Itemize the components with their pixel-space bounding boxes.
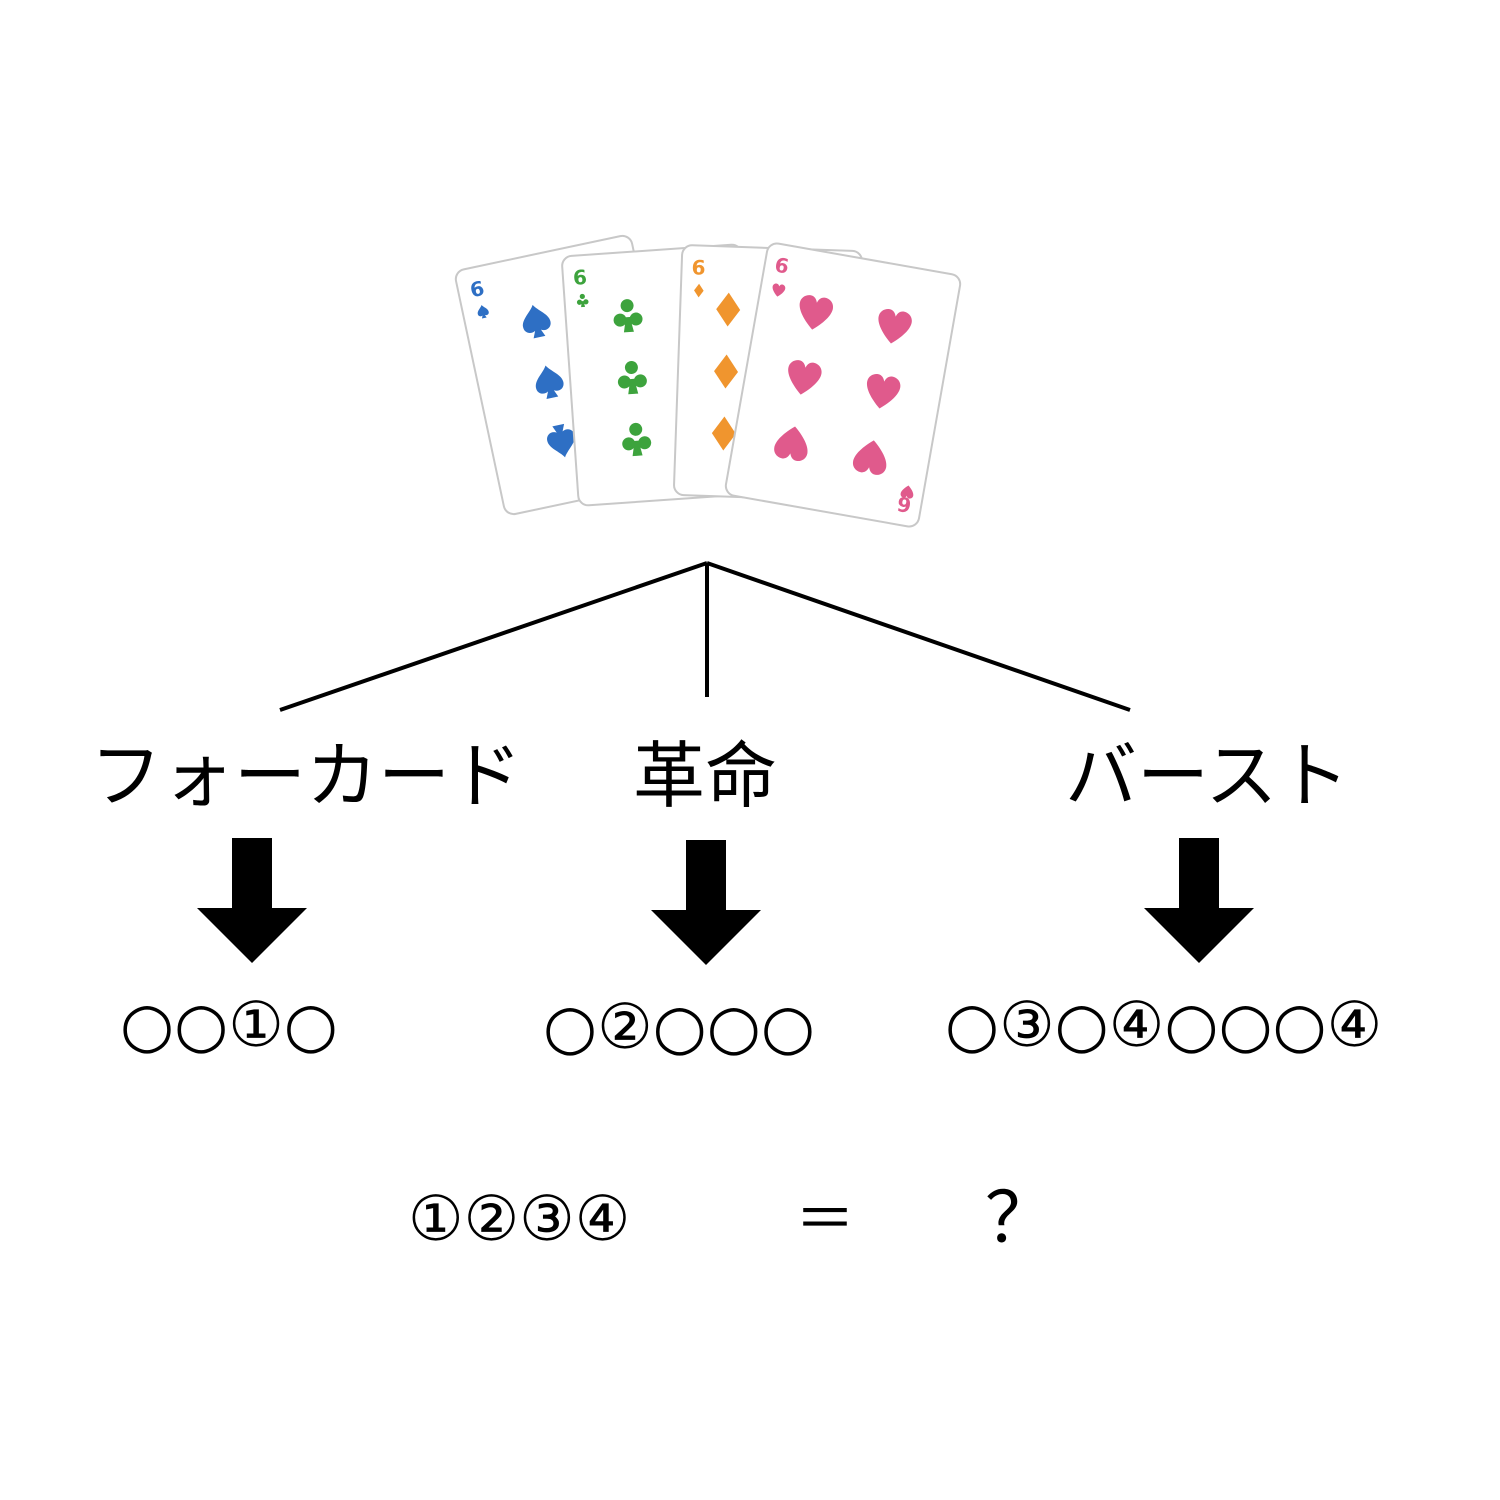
card-rank: 6 bbox=[691, 255, 706, 279]
card-rank: 6 bbox=[773, 253, 791, 279]
equation-left: ①②③④ bbox=[408, 1182, 631, 1255]
down-arrow-icon bbox=[651, 840, 761, 965]
equation-result: ？ bbox=[985, 1177, 1055, 1259]
pattern-revolution: ○②○○○ bbox=[543, 990, 815, 1063]
label-revolution: 革命 bbox=[632, 734, 777, 818]
card-rank: 6 bbox=[468, 276, 487, 302]
down-arrow-icon bbox=[1144, 838, 1254, 963]
equation-operator: ＝ bbox=[795, 1185, 855, 1255]
card-rank-bottom: 6 bbox=[895, 491, 913, 517]
branch-line-left bbox=[279, 561, 708, 712]
label-four-card: フォーカード bbox=[90, 734, 523, 818]
branch-line-right bbox=[706, 561, 1131, 712]
card-rank: 6 bbox=[572, 265, 588, 290]
label-burst: バースト bbox=[1065, 734, 1350, 818]
pattern-four-card: ○○①○ bbox=[120, 988, 338, 1061]
down-arrow-icon bbox=[197, 838, 307, 963]
playing-cards: 6 6 6 6 6 bbox=[454, 234, 962, 528]
card-six-of-hearts: 6 6 bbox=[724, 242, 962, 528]
pattern-burst: ○③○④○○○④ bbox=[945, 988, 1383, 1061]
